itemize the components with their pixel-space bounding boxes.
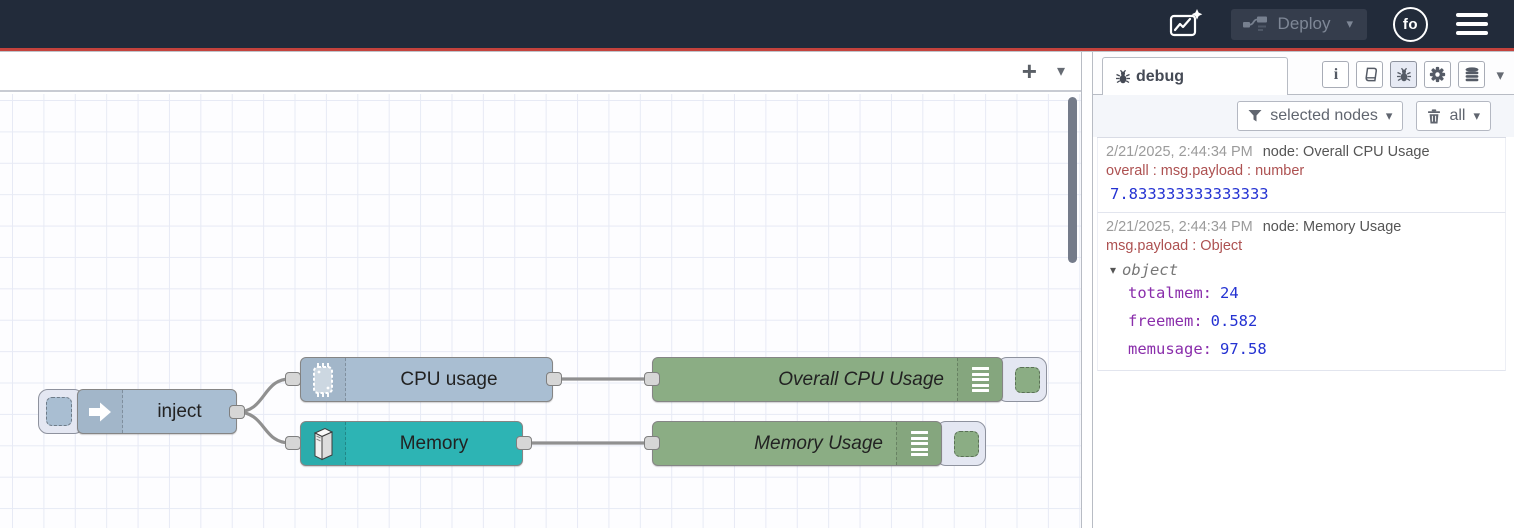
entry-value: 0.582	[1210, 312, 1258, 330]
object-entry: totalmem: 24	[1106, 279, 1497, 307]
help-tab-button[interactable]	[1356, 61, 1384, 88]
main-menu-icon[interactable]	[1454, 9, 1490, 39]
filter-funnel-icon	[1248, 109, 1262, 123]
header-accent-line	[0, 48, 1514, 51]
node-label: CPU usage	[400, 368, 498, 390]
debug-list-icon	[896, 422, 941, 465]
bug-icon	[1396, 67, 1412, 83]
book-icon	[1361, 66, 1378, 83]
sidebar-tab-row: debug i	[1093, 52, 1514, 95]
sidebar-menu-caret-icon[interactable]: ▾	[1496, 66, 1504, 84]
clear-caret-icon: ▾	[1473, 108, 1480, 123]
object-label: object	[1122, 261, 1179, 279]
node-label: inject	[157, 400, 202, 422]
user-avatar[interactable]: fo	[1393, 6, 1428, 42]
canvas-vertical-scrollbar[interactable]	[1068, 97, 1077, 263]
cpu-chip-icon	[301, 358, 346, 401]
header-divider	[0, 51, 1514, 52]
wire-inject-memory	[235, 410, 292, 445]
trash-icon	[1427, 108, 1441, 124]
message-timestamp: 2/21/2025, 2:44:34 PM	[1106, 219, 1253, 235]
port-cpu-in[interactable]	[285, 372, 301, 386]
info-icon: i	[1333, 65, 1339, 83]
filter-caret-icon: ▾	[1385, 108, 1393, 123]
node-memory-usage[interactable]: Memory Usage	[652, 421, 942, 466]
tab-debug-label: debug	[1136, 67, 1184, 85]
debug-toggle-button[interactable]	[954, 431, 979, 457]
filter-label: selected nodes	[1270, 107, 1378, 124]
clear-label: all	[1449, 107, 1466, 124]
port-musage-in[interactable]	[644, 436, 660, 450]
entry-key: totalmem:	[1128, 284, 1212, 302]
message-property-meta: msg.payload : Object	[1106, 238, 1243, 254]
computer-tower-icon	[301, 422, 346, 465]
inject-trigger-button[interactable]	[46, 397, 72, 426]
message-value: 7.833333333333333	[1110, 185, 1269, 203]
deploy-caret-icon[interactable]: ▾	[1346, 16, 1353, 31]
debug-message: 2/21/2025, 2:44:34 PM node: Overall CPU U…	[1097, 138, 1506, 213]
add-flow-button[interactable]: +	[1021, 56, 1037, 86]
flow-canvas[interactable]: inject CPU usage	[0, 94, 1081, 528]
collapse-caret-icon: ▾	[1110, 263, 1117, 277]
debug-list-icon	[957, 358, 1002, 401]
debug-toggle-housing	[936, 421, 986, 466]
message-timestamp: 2/21/2025, 2:44:34 PM	[1106, 144, 1253, 160]
port-memory-out[interactable]	[516, 436, 532, 450]
message-property-meta: overall : msg.payload : number	[1106, 163, 1305, 179]
tab-debug[interactable]: debug	[1102, 57, 1288, 95]
flow-assistant-icon[interactable]	[1169, 8, 1205, 40]
deploy-flow-icon	[1242, 16, 1268, 32]
debug-sidebar: debug i	[1092, 52, 1514, 528]
node-label: Memory	[399, 432, 469, 454]
workspace: + ▾ inject	[0, 52, 1082, 528]
port-cpu-out[interactable]	[546, 372, 562, 386]
object-entry: memusage: 97.58	[1106, 335, 1497, 363]
node-inject[interactable]: inject	[77, 389, 237, 434]
object-entry: freemem: 0.582	[1106, 307, 1497, 335]
flow-list-caret-icon[interactable]: ▾	[1056, 63, 1065, 80]
wire-inject-cpu	[235, 377, 292, 414]
header-bar: Deploy ▾ fo	[0, 0, 1514, 48]
bug-icon	[1115, 69, 1131, 85]
entry-key: freemem:	[1128, 312, 1203, 330]
debug-tab-button[interactable]	[1390, 61, 1418, 88]
flow-tabbar: + ▾	[0, 52, 1081, 92]
node-cpu-usage[interactable]: CPU usage	[300, 357, 553, 402]
inject-arrow-icon	[78, 390, 123, 433]
inject-button-housing	[38, 389, 84, 434]
debug-toggle-housing	[997, 357, 1047, 402]
deploy-button[interactable]: Deploy ▾	[1230, 8, 1367, 40]
node-overall-cpu-usage[interactable]: Overall CPU Usage	[652, 357, 1003, 402]
node-label: Overall CPU Usage	[778, 368, 944, 390]
debug-filter-button[interactable]: selected nodes ▾	[1237, 101, 1404, 131]
config-nodes-button[interactable]	[1424, 61, 1452, 88]
debug-toolbar: selected nodes ▾ all ▾	[1093, 95, 1514, 137]
message-source-node: node: Memory Usage	[1262, 219, 1402, 235]
node-memory[interactable]: Memory	[300, 421, 523, 466]
debug-message-list: 2/21/2025, 2:44:34 PM node: Overall CPU U…	[1097, 137, 1506, 371]
entry-value: 97.58	[1220, 340, 1267, 358]
entry-key: memusage:	[1128, 340, 1212, 358]
port-inject-out[interactable]	[229, 405, 245, 419]
deploy-label: Deploy	[1277, 14, 1331, 33]
message-source-node: node: Overall CPU Usage	[1262, 144, 1430, 160]
node-label: Memory Usage	[754, 432, 883, 454]
info-tab-button[interactable]: i	[1322, 61, 1350, 88]
port-overall-in[interactable]	[644, 372, 660, 386]
gear-icon	[1429, 66, 1446, 83]
debug-toggle-button[interactable]	[1015, 367, 1040, 393]
entry-value: 24	[1220, 284, 1239, 302]
database-icon	[1464, 66, 1480, 83]
debug-clear-button[interactable]: all ▾	[1416, 101, 1491, 131]
object-expander[interactable]: ▾ object	[1106, 256, 1497, 279]
context-data-button[interactable]	[1458, 61, 1486, 88]
port-memory-in[interactable]	[285, 436, 301, 450]
